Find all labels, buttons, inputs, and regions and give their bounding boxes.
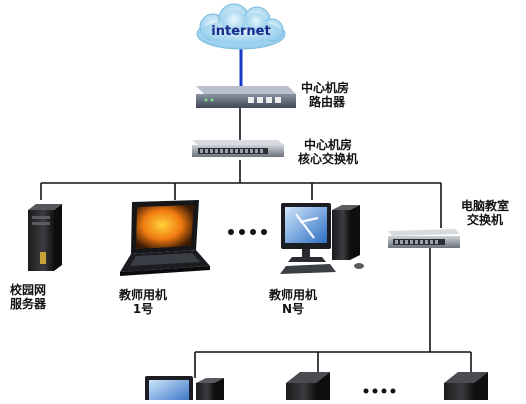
core-switch-icon — [192, 140, 284, 157]
teacher1-label: 教师用机 1号 — [112, 288, 174, 316]
teacher1-label-line1: 教师用机 — [118, 288, 167, 302]
core-switch-label-line1: 中心机房 — [304, 138, 353, 152]
lab-switch-label-line1: 电脑教室 — [460, 199, 509, 213]
lab-computer-2-icon — [286, 372, 330, 403]
router-label-line1: 中心机房 — [301, 81, 350, 95]
internet-label: internet — [211, 24, 270, 39]
lab-switch-label: 电脑教室 交换机 — [455, 199, 515, 227]
teacherN-label-line1: 教师用机 — [268, 288, 317, 302]
router-icon — [196, 86, 296, 108]
server-tower-icon — [28, 204, 62, 271]
router-label-line2: 路由器 — [309, 95, 346, 109]
lab-computer-3-icon — [444, 372, 488, 403]
teacherN-label-line2: N号 — [281, 302, 305, 316]
desktop-computer-icon — [280, 203, 364, 274]
server-label: 校园网 服务器 — [10, 283, 46, 311]
ellipsis-dots-icon — [228, 229, 267, 235]
lab-switch-label-line2: 交换机 — [466, 213, 503, 227]
teacher1-label-line2: 1号 — [132, 302, 154, 316]
internet-cloud-icon — [196, 3, 286, 50]
server-label-line2: 服务器 — [10, 297, 47, 311]
backbone-lines — [40, 108, 472, 378]
core-switch-label-line2: 核心交换机 — [298, 152, 359, 166]
core-switch-label: 中心机房 核心交换机 — [298, 138, 358, 166]
teacherN-label: 教师用机 N号 — [262, 288, 324, 316]
lab-switch-icon — [388, 229, 460, 248]
laptop-icon — [120, 200, 210, 276]
lab-computer-1-icon — [145, 376, 224, 404]
server-label-line1: 校园网 — [10, 283, 47, 297]
router-label: 中心机房 路由器 — [301, 81, 349, 109]
ellipsis-dots-icon-2 — [363, 388, 396, 394]
